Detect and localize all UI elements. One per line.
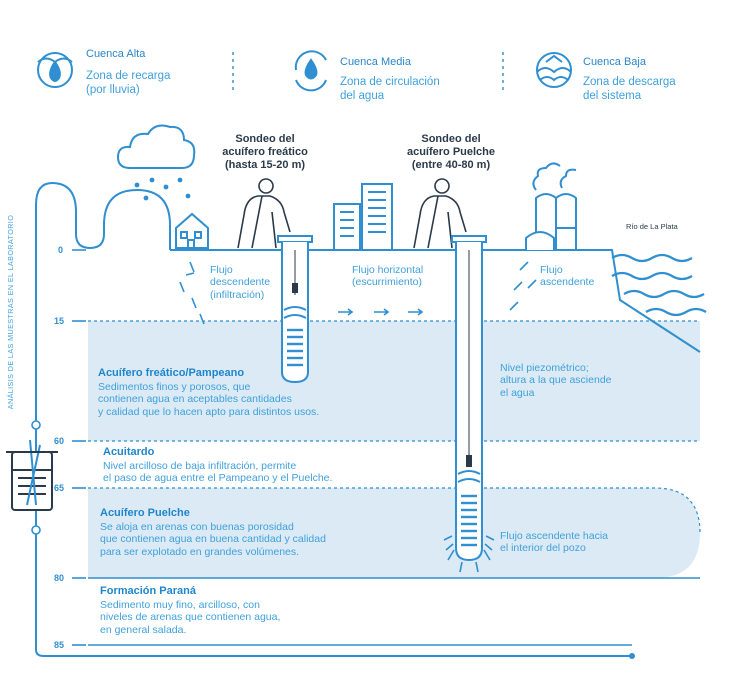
well-inflow-arrows [443,535,495,573]
zone-media-title: Cuenca Media [340,56,411,68]
band-freatico [88,321,700,441]
ascending-flow-arrows [509,261,537,311]
lab-beaker-icon [6,439,58,511]
depth-65: 65 [54,483,65,493]
layer-freatico-desc: Sedimentos finos y porosos, que contiene… [98,381,320,418]
band-puelche [88,488,700,578]
depth-0: 0 [58,245,64,255]
water-cycle-icon [294,50,327,92]
river-label: Río de La Plata [626,222,678,231]
flow-pozo-label: Flujo ascendente hacia el interior del p… [500,530,608,555]
sondeo-puelche-label: Sondeo del acuífero Puelche (entre 40-80… [406,133,496,171]
zone-alta-subtitle: Zona de recarga (por lluvia) [86,70,171,96]
zone-baja-title: Cuenca Baja [583,56,646,68]
horizontal-flow-arrows [338,308,424,316]
layer-parana-title: Formación Paraná [100,585,196,597]
zone-media-subtitle: Zona de circulación del agua [340,76,440,102]
layer-puelche-desc: Se aloja en arenas con buenas porosidad … [100,521,326,558]
layer-parana-desc: Sedimento muy fino, arcilloso, con nivel… [100,599,281,636]
depth-15: 15 [54,316,65,326]
layer-acuitardo-title: Acuitardo [103,446,155,458]
loop-node-2 [31,525,41,535]
lab-analysis-label: ANÁLISIS DE LAS MUESTRAS EN EL LABORATOR… [6,214,15,410]
layer-freatico-title: Acuífero freático/Pampeano [98,367,245,379]
loop-node-1 [31,420,41,430]
factory-icon [525,162,577,251]
flow-ascendente-label: Flujo ascendente [540,264,595,289]
layer-puelche-title: Acuífero Puelche [100,507,190,519]
flow-descendente-label: Flujo descendente (infiltración) [210,264,271,301]
sondeo-freatico-label: Sondeo del acuífero freático (hasta 15-2… [222,133,308,171]
rain-drop-icon [37,52,73,88]
city-buildings-icon [333,183,393,251]
river-waves [611,253,707,317]
depth-ticks [72,249,86,646]
layer-acuitardo-desc: Nivel arcilloso de baja infiltración, pe… [103,460,333,485]
well-freatico [277,235,313,384]
house-icon [175,212,209,249]
flow-horizontal-label: Flujo horizontal (escurrimiento) [352,264,424,289]
zone-alta-title: Cuenca Alta [86,48,146,60]
line-65 [88,487,701,534]
wave-discharge-icon [536,52,572,88]
rain-drops [134,177,191,201]
lab-sample-loop [35,181,632,657]
descending-flow-arrows [179,261,205,325]
depth-80: 80 [54,573,65,583]
depth-85: 85 [54,640,65,650]
well-puelche [451,235,487,562]
depth-60: 60 [54,436,65,446]
nivel-piezometrico-label: Nivel piezométrico; altura a la que asci… [500,362,612,399]
loop-end [629,653,635,659]
zone-baja-subtitle: Zona de descarga del sistema [583,76,676,102]
rain-cloud-icon [116,124,196,169]
